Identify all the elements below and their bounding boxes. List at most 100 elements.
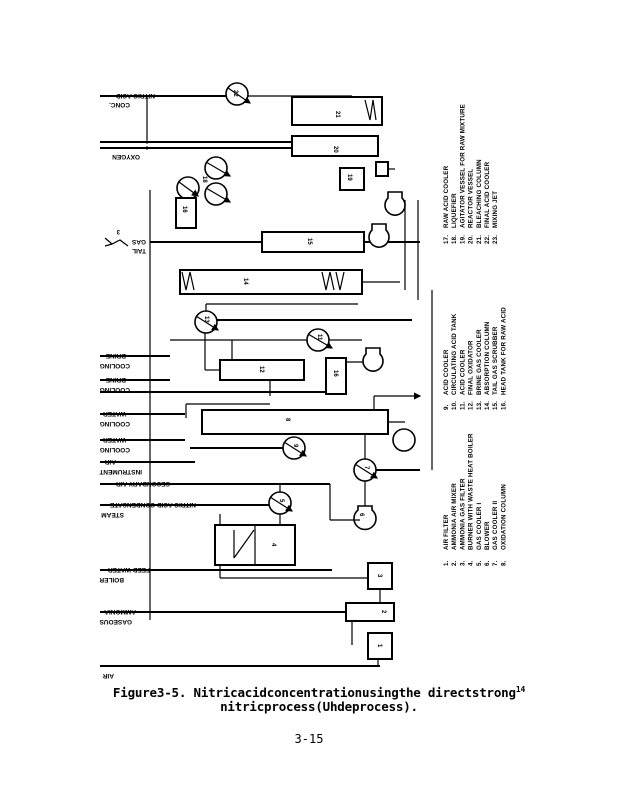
line xyxy=(354,463,379,479)
figure-caption-line-1: Figure3-5. Nitricacidconcentrationusingt… xyxy=(112,685,516,701)
legend-item-number: 9. xyxy=(443,404,450,410)
legend-item-text: CIRCULATING ACID TANK xyxy=(451,313,458,395)
stream-label-steam: STEAM xyxy=(101,511,124,518)
legend-item-number: 6. xyxy=(484,560,491,566)
legend-item-text: AMMONIA AIR MIXER xyxy=(451,483,458,550)
legend-item-text: LIQUEFIER xyxy=(451,193,458,228)
legend-item-text: BLOWER xyxy=(484,521,491,550)
legend-item-text: ABSORPTION COLUMN xyxy=(484,321,491,395)
line xyxy=(283,441,308,457)
line xyxy=(233,529,255,559)
legend-item-number: 11. xyxy=(459,401,466,410)
equipment-number: 18 xyxy=(201,176,207,183)
stream-label-water-2: WATER xyxy=(103,436,126,443)
legend-item-number: 7. xyxy=(492,560,499,566)
equipment-number: 21 xyxy=(334,111,340,118)
stream-label-water-1: WATER xyxy=(103,410,126,417)
line xyxy=(227,87,251,104)
equipment-number: 7 xyxy=(363,466,369,470)
stream-label-air-2: AIR xyxy=(103,672,115,679)
blower xyxy=(368,223,390,248)
agitator-vessel-19 xyxy=(339,167,365,191)
blower xyxy=(362,347,384,372)
legend-item-number: 1. xyxy=(443,560,450,566)
mixing-jet-icon xyxy=(104,237,129,247)
equipment-legend: 1. AIR FILTER 2. AMMONIA AIR MIXER 3. AMMONIA… xyxy=(443,104,507,566)
equipment-number: 20 xyxy=(332,146,338,153)
legend-item-number: 21. xyxy=(476,235,483,244)
legend-item-number: 2. xyxy=(451,560,458,566)
legend-item-text: TAIL GAS SCRUBBER xyxy=(492,326,499,395)
legend-item-text: REACTOR VESSEL xyxy=(468,169,475,228)
packing xyxy=(335,271,345,291)
equipment-number: 9 xyxy=(292,444,298,448)
blower xyxy=(392,428,416,452)
equipment-number: 8 xyxy=(284,418,290,422)
stream-label-gas: GAS xyxy=(131,238,146,245)
legend-item-number: 20. xyxy=(468,235,475,244)
stream-label-nitric-acid-condensate: NITRIC ACID CONDENSATE xyxy=(109,501,196,508)
figure-caption: Figure3-5. Nitricacidconcentrationusingt… xyxy=(84,683,554,714)
legend-item-number: 19. xyxy=(459,235,466,244)
stream-label-cooling-1: COOLING xyxy=(100,362,130,369)
legend-item-number: 13. xyxy=(476,401,483,410)
equipment-number: 3 xyxy=(376,574,382,578)
equipment-number: 14 xyxy=(242,278,248,285)
equipment-number: 11 xyxy=(316,334,322,341)
legend-item-number: 10. xyxy=(451,401,458,410)
equipment-number: 2 xyxy=(380,610,386,614)
legend-item-text: RAW ACID COOLER xyxy=(443,165,450,228)
blower-6 xyxy=(353,505,377,531)
legend-item-text: AIR FILTER xyxy=(443,514,450,550)
line xyxy=(269,496,294,512)
line xyxy=(205,161,232,177)
legend-item-number: 3. xyxy=(459,560,466,566)
legend-item-number: 14. xyxy=(484,401,491,410)
caption-reference: 14 xyxy=(515,685,526,694)
blower xyxy=(384,191,406,216)
equipment-number: 1 xyxy=(376,644,382,648)
legend-item-text: GAS COOLER II xyxy=(492,501,499,550)
figure-caption-line-2: nitricprocess(Uhdeprocess). xyxy=(220,699,418,715)
stream-label-brine-2: BRINE xyxy=(105,376,126,383)
line xyxy=(205,187,232,203)
legend-item-text: FINAL ACID COOLER xyxy=(484,161,491,228)
stream-label-cooling-3: COOLING xyxy=(100,420,130,427)
head-tank-16 xyxy=(175,197,197,229)
legend-item-number: 17. xyxy=(443,235,450,244)
circulating-acid-tank-10 xyxy=(325,357,347,395)
legend-item-text: BRINE GAS COOLER xyxy=(476,329,483,395)
page-number: 3-15 xyxy=(294,732,324,746)
legend-item-number: 15. xyxy=(492,401,499,410)
stream-label-nitric-acid: NITRIC ACID xyxy=(116,92,155,99)
legend-item-number: 22. xyxy=(484,235,491,244)
equipment-number: 22 xyxy=(232,90,238,97)
legend-item-text: ACID COOLER xyxy=(459,349,466,395)
line xyxy=(178,181,199,197)
stream-label-group: NITRIC ACID CONC. OXYGEN GAS TAIL 3 BRIN… xyxy=(99,92,196,679)
air-filter-1 xyxy=(367,632,393,660)
legend-item-number: 18. xyxy=(451,235,458,244)
packing xyxy=(364,99,377,121)
legend-item-text: BURNER WITH WASTE HEAT BOILER xyxy=(468,433,475,550)
line xyxy=(307,333,334,349)
legend-item-text: AMMONIA GAS FILTER xyxy=(459,478,466,550)
legend-item-text: ACID COOLER xyxy=(443,349,450,395)
tail-gas-scrubber-15 xyxy=(261,231,365,253)
stream-label-secondary-air: SECONDARY AIR xyxy=(116,480,170,487)
oxidation-column-8 xyxy=(201,409,389,435)
stream-label-conc: CONC. xyxy=(109,101,130,108)
bleaching-column-21 xyxy=(291,96,383,126)
stream-label-instrument: INSTRUMENT xyxy=(99,468,142,475)
stream-label-brine-1: BRINE xyxy=(105,352,126,359)
stream-lines xyxy=(100,95,420,667)
legend-item-number: 5. xyxy=(476,560,483,566)
packing xyxy=(321,271,335,291)
equipment-number: 15 xyxy=(306,238,312,245)
equipment-number: 16 xyxy=(181,206,187,213)
legend-item-text: BLEACHING COLUMN xyxy=(476,159,483,228)
absorption-column-14 xyxy=(179,269,363,295)
stream-label-oxygen: OXYGEN xyxy=(112,153,140,160)
legend-item-text: FINAL OXIDATOR xyxy=(468,340,475,395)
